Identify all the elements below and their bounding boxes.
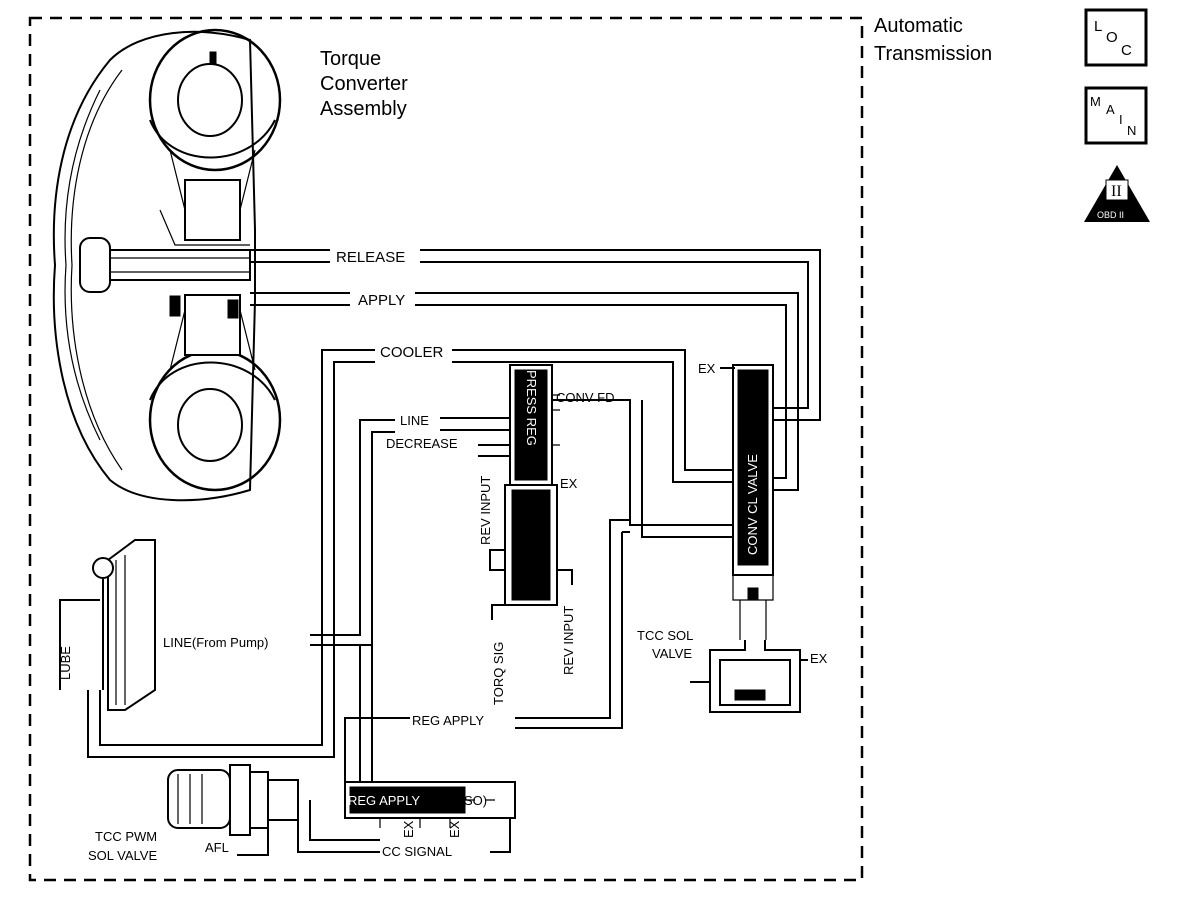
reg-apply-valve-label: REG APPLY xyxy=(348,793,420,808)
decrease-label: DECREASE xyxy=(386,436,458,451)
title-line-1: Automatic xyxy=(874,15,963,37)
conv-fd-line-2 xyxy=(641,400,735,538)
obd-roman-numeral: II xyxy=(1111,183,1122,200)
conv-clutch-valve xyxy=(720,364,774,640)
cooler-circuit xyxy=(87,349,735,758)
conv-cl-valve-label: CONV CL VALVE xyxy=(745,454,760,555)
title-line-2: Transmission xyxy=(874,43,992,65)
reg-apply-valve xyxy=(344,781,516,828)
transmission-boundary xyxy=(28,16,864,882)
ex-label-reg-apply-2: EX xyxy=(447,820,462,838)
cc-signal-label: CC SIGNAL xyxy=(382,844,452,859)
tcc-sol-valve-label-1: TCC SOL xyxy=(637,628,693,643)
release-apply-circuit xyxy=(250,249,821,491)
loc-letter-l: L xyxy=(1094,18,1102,35)
tcc-sol-valve xyxy=(690,640,808,713)
rev-input-port-left xyxy=(489,549,505,571)
main-letter-a: A xyxy=(1106,102,1115,117)
reg-apply-circuit xyxy=(344,519,630,790)
torque-converter-label-3: Assembly xyxy=(320,98,407,120)
loc-letter-o: O xyxy=(1106,29,1118,46)
cc-signal-line-2 xyxy=(309,800,380,841)
boost-valve-label: BOOST VALVE xyxy=(414,621,429,710)
main-letter-m: M xyxy=(1090,94,1101,109)
tcc-sol-valve-label-2: VALVE xyxy=(652,646,692,661)
iso-label: (ISO) xyxy=(456,793,487,808)
tcc-pwm-label-1: TCC PWM xyxy=(95,829,157,844)
lube-label: LUBE xyxy=(58,646,73,680)
press-reg-label: PRESS REG xyxy=(524,370,539,446)
conv-fd-label: CONV FD xyxy=(556,390,615,405)
ex-label-reg-apply-1: EX xyxy=(401,820,416,838)
cooler-radiator xyxy=(59,539,156,711)
torque-converter-label-2: Converter xyxy=(320,73,408,95)
tcc-pwm-label-2: SOL VALVE xyxy=(88,848,157,863)
afl-label: AFL xyxy=(205,840,229,855)
tcc-pwm-sol-valve xyxy=(167,764,299,856)
main-letter-i: I xyxy=(1119,112,1123,127)
rev-input-label-right: REV INPUT xyxy=(561,606,576,675)
rev-input-port-right xyxy=(557,569,573,585)
ex-label-conv-cl: EX xyxy=(698,361,716,376)
ex-label-tcc-sol: EX xyxy=(810,651,828,666)
reg-apply-label: REG APPLY xyxy=(412,713,484,728)
torq-sig-label: TORQ SIG xyxy=(491,642,506,705)
conv-fd-line xyxy=(552,399,735,526)
pressure-regulator-valve xyxy=(504,364,560,606)
line-label: LINE xyxy=(400,413,429,428)
apply-label: APPLY xyxy=(358,292,405,309)
loc-badge: L O C xyxy=(1084,8,1148,67)
torque-converter-label-1: Torque xyxy=(320,48,381,70)
rev-input-label-left: REV INPUT xyxy=(478,476,493,545)
obd-text: OBD II xyxy=(1097,210,1124,220)
main-badge: M A I N xyxy=(1084,86,1148,145)
line-from-pump-label: LINE(From Pump) xyxy=(163,635,268,650)
torq-sig-port xyxy=(491,604,505,620)
ex-label-press-reg: EX xyxy=(560,476,578,491)
main-letter-n: N xyxy=(1127,123,1136,138)
release-label: RELEASE xyxy=(336,249,405,266)
cooler-label: COOLER xyxy=(380,344,444,361)
loc-letter-c: C xyxy=(1121,42,1132,59)
line-decrease-ports xyxy=(440,417,510,457)
obd-ii-badge: II OBD II xyxy=(1084,165,1150,222)
torque-converter xyxy=(52,28,282,502)
